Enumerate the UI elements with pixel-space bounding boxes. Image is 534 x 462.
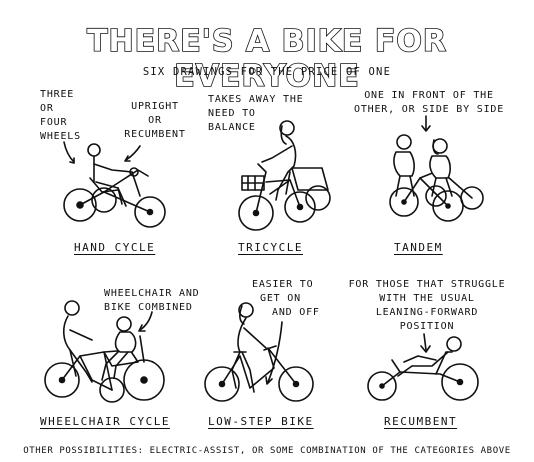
tricycle-rear-wheel-left <box>284 191 316 223</box>
page-title: THERE'S A BIKE FOR EVERYONE <box>86 23 447 95</box>
recumbent-front-wheel <box>367 371 397 401</box>
recumbent-label: RECUMBENT <box>384 415 458 428</box>
hand-cycle-label: HAND CYCLE <box>74 241 156 254</box>
recumbent-arrow <box>423 333 427 351</box>
low-step-arrow <box>267 321 283 383</box>
low-step-rear-wheel <box>204 366 240 402</box>
hand-cycle-rear-wheel <box>63 188 97 222</box>
tricycle-rider-head <box>279 120 295 136</box>
hand-cycle-note-position: UPRIGHT OR RECUMBENT <box>124 101 186 140</box>
wheelchair-cycle-label: WHEELCHAIR CYCLE <box>40 415 170 428</box>
tandem-label: TANDEM <box>394 241 443 254</box>
tricycle-front-wheel <box>238 195 274 231</box>
tandem-note: ONE IN FRONT OF THE OTHER, OR SIDE BY SI… <box>354 90 505 115</box>
wheelchair-cycle-cyclist-head <box>64 300 80 316</box>
wheelchair-cycle-note: WHEELCHAIR AND BIKE COMBINED <box>104 288 200 313</box>
page-subtitle: SIX DRAWINGS FOR THE PRICE OF ONE <box>142 66 392 78</box>
low-step-label: LOW-STEP BIKE <box>208 415 314 428</box>
low-step-note: EASIER TO GET ON AND OFF <box>252 279 320 318</box>
hand-cycle-second-rear-wheel <box>91 187 117 213</box>
tricycle-note: TAKES AWAY THE NEED TO BALANCE <box>208 94 304 133</box>
recumbent-note: FOR THOSE THAT STRUGGLE WITH THE USUAL L… <box>348 279 506 332</box>
tandem-wheel-rear-left <box>425 185 447 207</box>
low-step-rider-head <box>238 302 254 318</box>
tricycle-rear-wheel-right <box>305 185 331 211</box>
wheelchair-cycle-chair-wheel-front <box>99 377 125 403</box>
wheelchair-cycle-arrow <box>139 311 153 331</box>
low-step-front-wheel <box>278 366 314 402</box>
recumbent-rider-head <box>446 336 462 352</box>
footer-note: OTHER POSSIBILITIES: ELECTRIC-ASSIST, OR… <box>23 446 511 456</box>
tandem-rider-1-head <box>396 134 412 150</box>
tandem-wheel-front-left <box>389 187 419 217</box>
hand-cycle-front-wheel <box>134 196 166 228</box>
tandem-wheel-rear-right <box>460 186 484 210</box>
wheelchair-cycle-passenger-head <box>116 316 132 332</box>
hand-cycle-note-wheels: THREE OR FOUR WHEELS <box>40 89 81 142</box>
hand-cycle-arrow-position <box>125 145 141 161</box>
tricycle-label: TRICYCLE <box>238 241 303 254</box>
hand-cycle-arrow-wheels <box>63 141 75 163</box>
recumbent-rear-wheel <box>441 363 479 401</box>
wheelchair-cycle-rear-wheel <box>44 362 80 398</box>
